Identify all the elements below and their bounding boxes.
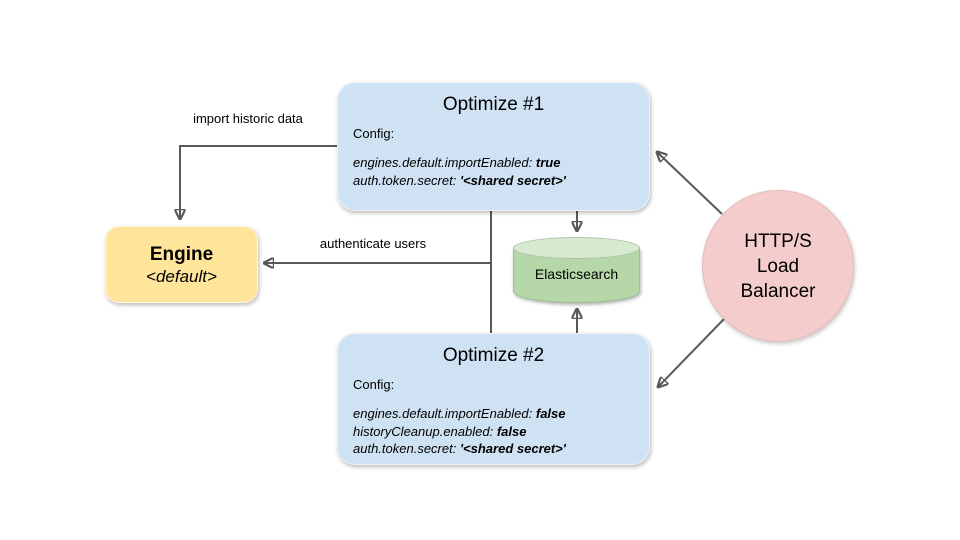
optimize-2-config-lines: engines.default.importEnabled: false his… (353, 405, 649, 458)
node-load-balancer[interactable]: HTTP/S Load Balancer (702, 190, 854, 342)
load-balancer-line-1: HTTP/S (744, 230, 812, 252)
arrow-loadbalancer-to-optimize2 (658, 318, 725, 387)
optimize-1-config-lines: engines.default.importEnabled: true auth… (353, 154, 649, 189)
database-cylinder-top (513, 237, 640, 259)
load-balancer-line-2: Load (756, 255, 800, 277)
edge-label-authenticate-users: authenticate users (319, 236, 427, 251)
load-balancer-line-3: Balancer (740, 280, 816, 302)
config-line: engines.default.importEnabled: true (353, 155, 561, 170)
config-line: historyCleanup.enabled: false (353, 423, 527, 439)
optimize-1-title: Optimize #1 (442, 94, 545, 115)
node-elasticsearch[interactable]: Elasticsearch (513, 237, 640, 303)
node-engine[interactable]: Engine <default> (105, 226, 258, 303)
optimize-1-config-label: Config: (353, 126, 395, 141)
arrow-import-historic-data (180, 145, 337, 219)
elasticsearch-label: Elasticsearch (534, 266, 619, 282)
engine-subtitle: <default> (146, 266, 217, 286)
optimize-2-title: Optimize #2 (442, 345, 545, 366)
config-line: auth.token.secret: '<shared secret>' (353, 441, 566, 456)
node-optimize-1[interactable]: Optimize #1 Config: engines.default.impo… (337, 82, 650, 211)
arrow-loadbalancer-to-optimize1 (657, 152, 723, 215)
optimize-2-config-label: Config: (353, 377, 395, 392)
node-optimize-2[interactable]: Optimize #2 Config: engines.default.impo… (337, 333, 650, 465)
config-line: auth.token.secret: '<shared secret>' (353, 172, 566, 188)
config-line: engines.default.importEnabled: false (353, 406, 566, 421)
engine-title: Engine (149, 243, 214, 265)
edge-label-import-historic-data: import historic data (193, 111, 303, 126)
